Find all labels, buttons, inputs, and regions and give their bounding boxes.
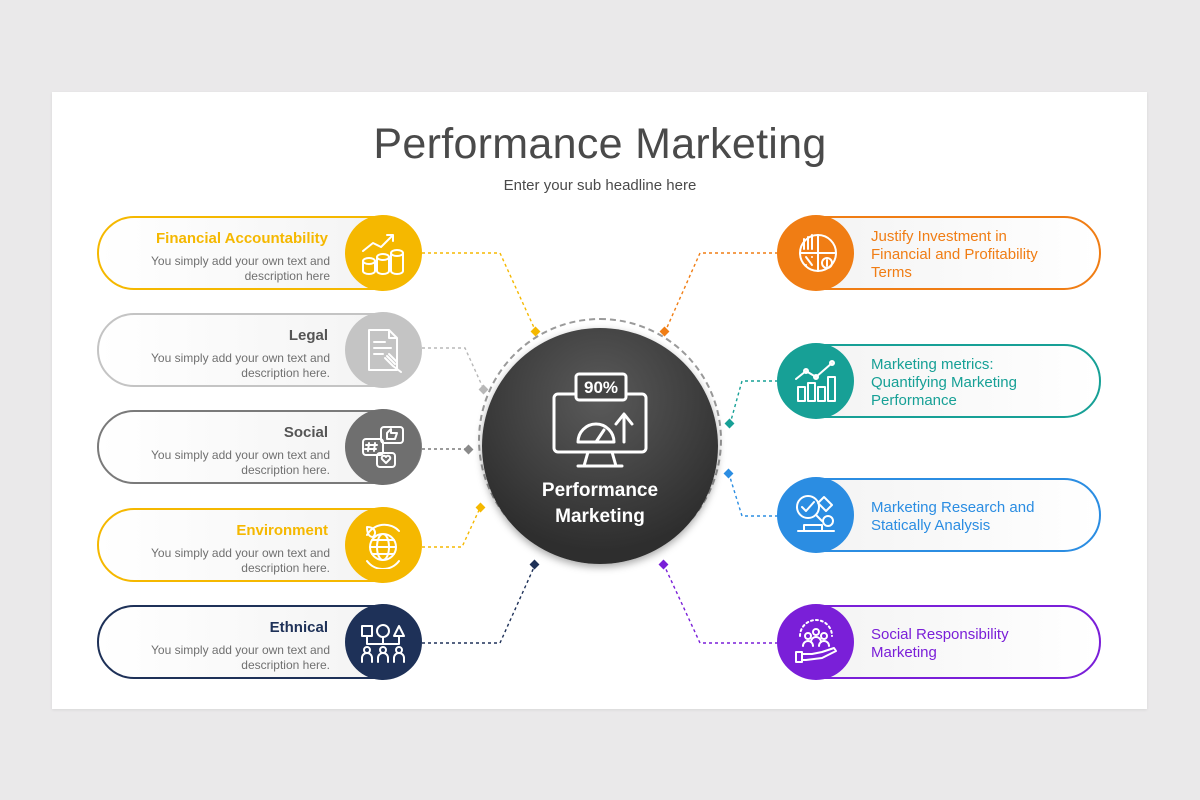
card-line2: Quantifying Marketing xyxy=(871,374,1017,391)
card-heading: Legal xyxy=(288,327,328,344)
card-line2: Financial and Profitability xyxy=(871,246,1038,263)
card-heading: Environment xyxy=(236,522,328,539)
card-desc-line1: You simply add your own text and xyxy=(151,546,330,560)
card-ethnical[interactable]: Ethnical You simply add your own text an… xyxy=(97,604,422,680)
card-heading: Ethnical xyxy=(269,619,328,636)
performance-monitor-icon: 90% xyxy=(552,372,648,468)
card-heading: Social xyxy=(283,424,328,441)
card-line2: Statically Analysis xyxy=(871,517,991,534)
hub-label-line1: Performance xyxy=(541,480,659,501)
card-desc-line2: description here. xyxy=(241,561,330,575)
people-network-icon xyxy=(345,604,421,680)
card-line2: Marketing xyxy=(871,644,937,661)
card-desc-line1: You simply add your own text and xyxy=(151,448,330,462)
pie-chart-dollar-icon xyxy=(778,215,854,291)
card-heading: Financial Accountability xyxy=(156,230,328,247)
card-line1: Social Responsibility xyxy=(871,626,1009,643)
card-line1: Marketing Research and xyxy=(871,499,1035,516)
hub-label-line2: Marketing xyxy=(555,506,645,527)
globe-leaf-icon xyxy=(345,507,421,583)
hand-community-icon xyxy=(778,604,854,680)
card-line3: Performance xyxy=(871,392,957,409)
bar-chart-growth-icon xyxy=(778,343,854,419)
card-desc-line1: You simply add your own text and xyxy=(151,643,330,657)
card-financial-accountability[interactable]: Financial Accountability You simply add … xyxy=(97,215,422,291)
card-desc-line2: description here. xyxy=(241,463,330,477)
page-subtitle: Enter your sub headline here xyxy=(503,177,697,194)
card-desc-line2: description here xyxy=(244,269,330,283)
hub-badge-text: 90% xyxy=(584,378,618,397)
card-line1: Justify Investment in xyxy=(871,228,1007,245)
card-desc-line1: You simply add your own text and xyxy=(151,351,330,365)
microscope-research-icon xyxy=(778,477,854,553)
card-justify-investment[interactable]: Justify Investment in Financial and Prof… xyxy=(777,215,1101,291)
card-line1: Marketing metrics: xyxy=(871,356,994,373)
card-marketing-metrics[interactable]: Marketing metrics: Quantifying Marketing… xyxy=(777,343,1101,419)
central-hub[interactable]: 90% Performance Marketing xyxy=(482,328,718,564)
card-line3: Terms xyxy=(871,264,912,281)
social-media-icon xyxy=(345,409,421,485)
legal-document-icon xyxy=(345,312,421,388)
card-environment[interactable]: Environment You simply add your own text… xyxy=(97,507,422,583)
card-social-responsibility[interactable]: Social Responsibility Marketing xyxy=(777,604,1101,680)
finance-growth-icon xyxy=(345,215,421,291)
page-title: Performance Marketing xyxy=(373,120,827,168)
card-desc-line2: description here. xyxy=(241,366,330,380)
card-legal[interactable]: Legal You simply add your own text and d… xyxy=(97,312,422,388)
card-social[interactable]: Social You simply add your own text and … xyxy=(97,409,422,485)
card-desc-line1: You simply add your own text and xyxy=(151,254,330,268)
card-desc-line2: description here. xyxy=(241,658,330,672)
card-marketing-research[interactable]: Marketing Research and Statically Analys… xyxy=(777,477,1101,553)
